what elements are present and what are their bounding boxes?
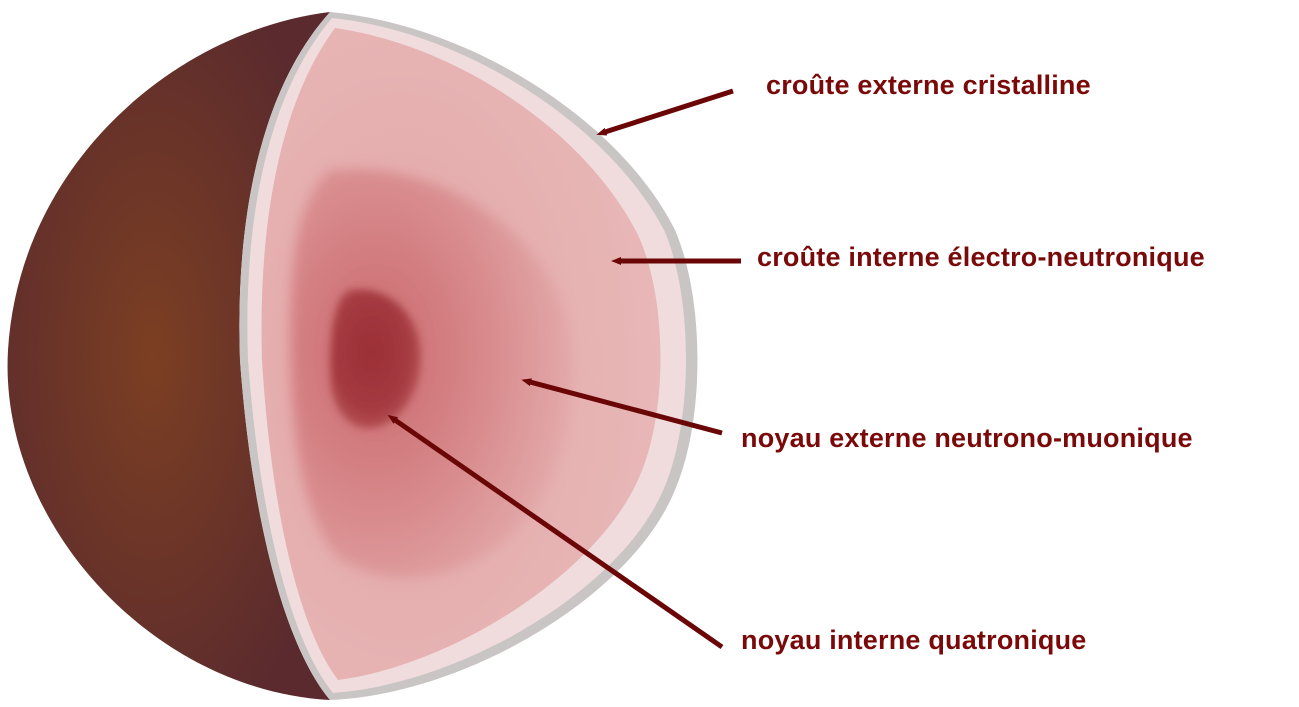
arrow-to-outer-crust bbox=[605, 91, 733, 132]
label-outer-core: noyau externe neutrono-muonique bbox=[741, 425, 1193, 452]
label-inner-crust: croûte interne électro-neutronique bbox=[757, 244, 1205, 271]
label-outer-crust: croûte externe cristalline bbox=[766, 72, 1091, 99]
label-inner-core: noyau interne quatronique bbox=[741, 627, 1087, 654]
